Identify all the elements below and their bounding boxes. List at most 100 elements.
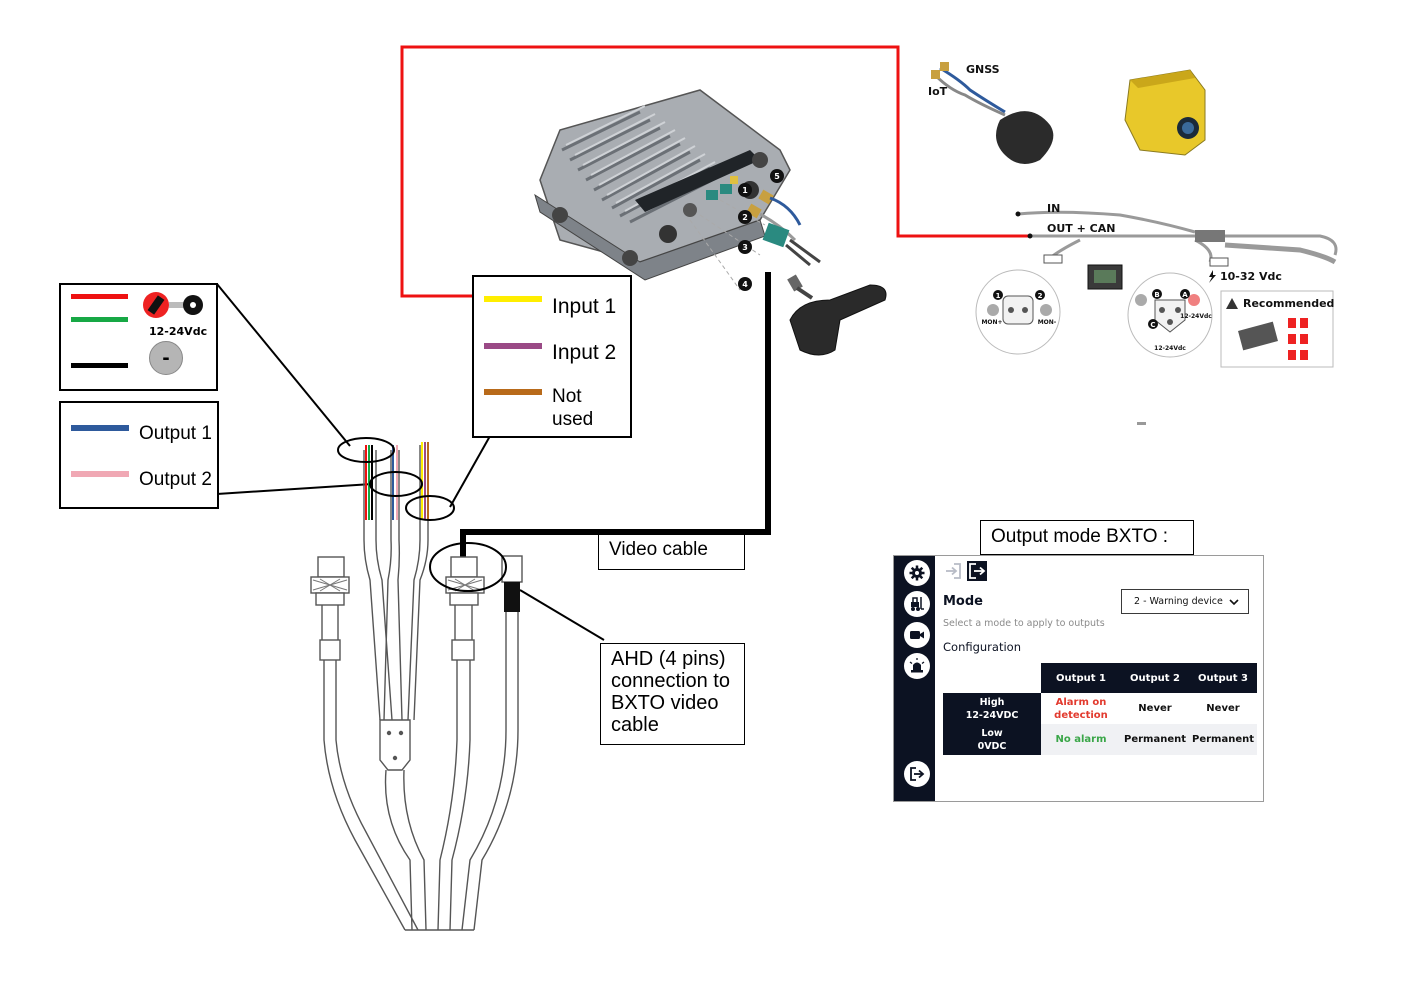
pin-1-label: 1: [996, 292, 1001, 300]
bxto-module: [534, 89, 791, 281]
can-module: [1087, 264, 1123, 290]
connector-number-2: 2: [742, 213, 748, 222]
wire-swatch-output-2: [71, 471, 129, 477]
output-config-table: Output 1 Output 2 Output 3 High 12-24VDC…: [943, 663, 1257, 755]
inset-voltage-label-2: 12-24Vdc: [1154, 345, 1186, 352]
connector-number-3: 3: [742, 243, 748, 252]
configuration-title: Configuration: [943, 640, 1021, 654]
module-connectors: [689, 189, 887, 356]
table-corner: [943, 663, 1041, 693]
leader-outputs: [216, 483, 373, 495]
connector-number-1: 1: [742, 186, 748, 195]
login-icon: [946, 563, 961, 579]
mode-hint: Select a mode to apply to outputs: [943, 618, 1105, 629]
yellow-camera: [1124, 69, 1206, 156]
wire-swatch-black: [71, 363, 128, 368]
output-mode-toggle[interactable]: [967, 561, 987, 581]
red-power-cable: [400, 45, 1030, 298]
row-header-low: Low 0VDC: [943, 724, 1041, 755]
cell-high-output-3[interactable]: Never: [1189, 693, 1257, 724]
camera-nav-button[interactable]: [904, 622, 930, 648]
connector-number-5: 5: [774, 172, 780, 181]
camera-harness: [310, 445, 523, 931]
fuse-inset: [1220, 290, 1334, 368]
pin-2-label: 2: [1038, 292, 1043, 300]
output-2-label: Output 2: [139, 469, 212, 490]
mon-connector-inset: [975, 269, 1061, 355]
output-1-label: Output 1: [139, 423, 212, 444]
legend-outputs: Output 1 Output 2: [59, 401, 219, 509]
mode-select[interactable]: 2 - Warning device: [1121, 589, 1249, 614]
forklift-icon: [911, 597, 924, 611]
power-can-harness: [1017, 210, 1338, 265]
supply-connector-inset: [1127, 272, 1213, 358]
pin-c-label: C: [1150, 321, 1155, 329]
gear-icon: [909, 565, 925, 581]
wire-swatch-input-1: [484, 296, 542, 302]
in-wire-end: [1015, 211, 1021, 217]
gnss-antenna: [931, 62, 1054, 164]
leader-power: [216, 283, 351, 447]
settings-nav-button[interactable]: [904, 560, 930, 586]
inset-voltage-label: 12-24Vdc: [1180, 313, 1212, 320]
gnss-label: GNSS: [966, 63, 1000, 76]
small-mark: [1137, 422, 1146, 425]
row-header-low-voltage: 0VDC: [977, 740, 1007, 752]
chevron-down-icon: [1229, 599, 1239, 606]
input-mode-toggle[interactable]: [943, 561, 963, 581]
table-row-low: Low 0VDC No alarm Permanent Permanent: [943, 724, 1257, 755]
output-mode-title: Output mode BXTO :: [980, 520, 1194, 555]
ignition-key-icon: [143, 292, 203, 318]
wire-swatch-output-1: [71, 425, 129, 431]
ahd-connection-label: AHD (4 pins) connection to BXTO video ca…: [600, 643, 745, 745]
not-used-label: Not used: [552, 386, 594, 430]
mode-select-value: 2 - Warning device: [1134, 596, 1223, 607]
legend-power: 12-24Vdc -: [59, 283, 218, 391]
connector-numbers: 1 2 3 4 5: [738, 169, 784, 291]
cell-low-output-3[interactable]: Permanent: [1189, 724, 1257, 755]
ground-minus-icon: -: [149, 341, 183, 375]
wire-swatch-green: [71, 317, 128, 322]
mon-minus-label: MON-: [1038, 319, 1057, 326]
cell-low-output-1[interactable]: No alarm: [1041, 724, 1121, 755]
exit-icon: [969, 563, 986, 579]
leader-ahd: [519, 589, 605, 641]
highlight-power-wires: [337, 437, 395, 463]
minus-symbol: -: [162, 347, 170, 369]
io-toggle-group: [943, 561, 987, 581]
beacon-icon: [909, 658, 925, 673]
logout-nav-button[interactable]: [904, 761, 930, 787]
highlight-input-wires: [405, 495, 455, 521]
connector-number-4: 4: [742, 280, 748, 289]
video-cable: [460, 272, 771, 560]
video-cable-label: Video cable: [598, 534, 745, 570]
iot-label: IoT: [928, 85, 948, 98]
in-label: IN: [1047, 202, 1060, 215]
column-header-output-3: Output 3: [1189, 663, 1257, 693]
input-2-label: Input 2: [552, 341, 617, 364]
column-header-output-1: Output 1: [1041, 663, 1121, 693]
vehicle-nav-button[interactable]: [904, 591, 930, 617]
row-header-high-title: High: [979, 696, 1005, 708]
wire-swatch-not-used: [484, 389, 542, 395]
supply-voltage-label: 10-32 Vdc: [1220, 270, 1282, 283]
camera-icon: [910, 631, 924, 639]
table-header-row: Output 1 Output 2 Output 3: [943, 663, 1257, 693]
mon-connector: [1043, 254, 1063, 264]
cell-high-output-1[interactable]: Alarm on detection: [1041, 693, 1121, 724]
wire-swatch-red: [71, 294, 128, 299]
mon-plus-label: MON+: [981, 319, 1002, 326]
row-header-high: High 12-24VDC: [943, 693, 1041, 724]
leader-inputs: [449, 435, 491, 508]
output-mode-panel: Mode Select a mode to apply to outputs C…: [893, 555, 1264, 802]
outputs-nav-button[interactable]: [904, 653, 930, 679]
highlight-ahd-connector: [429, 542, 507, 592]
out-can-label: OUT + CAN: [1047, 222, 1115, 235]
usb-boot: [504, 582, 520, 612]
cell-low-output-2[interactable]: Permanent: [1121, 724, 1189, 755]
highlight-output-wires: [369, 471, 423, 497]
wire-swatch-input-2: [484, 343, 542, 349]
cell-high-output-2[interactable]: Never: [1121, 693, 1189, 724]
pin-b-label: B: [1154, 291, 1159, 299]
